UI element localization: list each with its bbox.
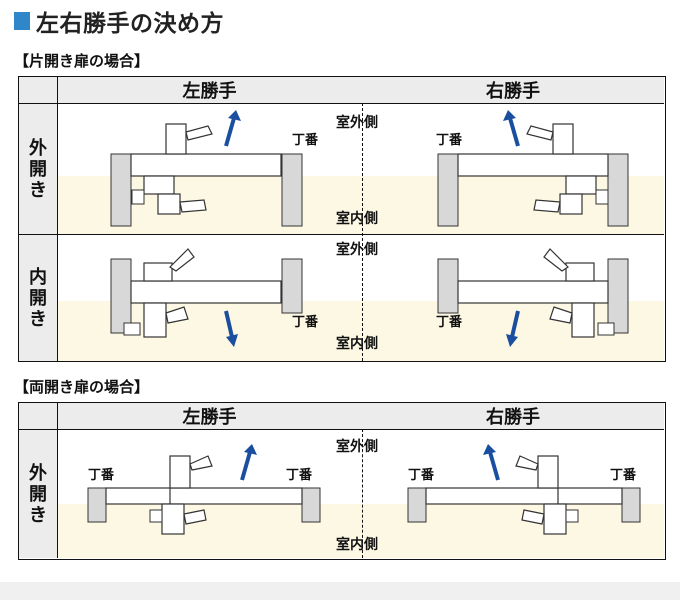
single-outward-left-door-diagram (110, 123, 303, 227)
single-inward-cell: 丁番 丁番 室外側 室内側 (58, 235, 664, 361)
arrow-up-icon (240, 444, 500, 481)
inside-label: 室内側 (334, 333, 380, 353)
double-outward-cell: 丁番 丁番 丁番 丁番 室外側 室内側 (58, 430, 664, 558)
arrow-down-icon (224, 310, 520, 347)
single-row-outward-label: 外 開 き (19, 104, 58, 234)
hinge-label: 丁番 (292, 315, 319, 330)
double-outward-right-door-diagram (407, 455, 641, 535)
double-col-left-heading: 左勝手 (182, 407, 237, 428)
double-outward-left-door-diagram (87, 455, 321, 535)
outside-label: 室外側 (334, 239, 380, 259)
footer-bar (0, 582, 680, 600)
single-inward-left-door-diagram (110, 248, 303, 338)
double-row-outward-label: 外 開 き (19, 430, 58, 558)
title-square-icon (14, 12, 30, 30)
inside-label: 室内側 (334, 534, 380, 554)
double-col-right-heading: 右勝手 (486, 407, 540, 428)
outside-label: 室外側 (334, 436, 380, 456)
row-divider (19, 234, 664, 235)
double-door-table: 左勝手 右勝手 外 開 き (18, 402, 666, 560)
single-col-right-heading: 右勝手 (486, 81, 540, 102)
hinge-label: 丁番 (408, 468, 435, 483)
column-divider (362, 429, 363, 558)
single-inward-right-door-diagram (437, 248, 629, 338)
header-corner (19, 77, 58, 104)
hinge-label: 丁番 (436, 133, 463, 148)
page-title: 左右勝手の決め方 (14, 6, 224, 37)
single-door-section-label: 【片開き扉の場合】 (14, 52, 150, 70)
column-divider (362, 103, 363, 361)
single-outward-right-door-diagram (437, 123, 629, 227)
arrow-up-icon (224, 110, 520, 147)
single-outward-cell: 丁番 丁番 室外側 室内側 (58, 104, 664, 234)
hinge-label: 丁番 (292, 133, 319, 148)
hinge-label: 丁番 (436, 315, 463, 330)
hinge-label: 丁番 (286, 468, 313, 483)
inside-label: 室内側 (334, 208, 380, 228)
header-corner (19, 403, 58, 430)
single-door-table: 左勝手 右勝手 外 開 き (18, 76, 666, 362)
outside-label: 室外側 (334, 112, 380, 132)
double-door-section-label: 【両開き扉の場合】 (14, 378, 150, 396)
single-col-left-heading: 左勝手 (182, 81, 237, 102)
double-header-row (19, 403, 664, 430)
single-header-row (19, 77, 664, 104)
hinge-label: 丁番 (610, 468, 637, 483)
single-row-inward-label: 内 開 き (19, 235, 58, 361)
hinge-label: 丁番 (88, 468, 115, 483)
